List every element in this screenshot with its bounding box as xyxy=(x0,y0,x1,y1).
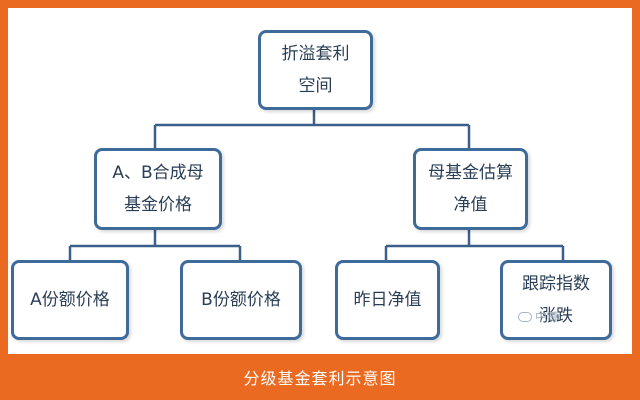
node-tracking-index-change-label: 跟踪指数 涨跌 xyxy=(522,273,590,326)
watermark: 中尊 xyxy=(518,308,559,325)
node-previous-day-nav-label: 昨日净值 xyxy=(353,289,422,310)
node-ab-combined-price: A、B合成母 基金价格 xyxy=(94,148,222,230)
wechat-icon xyxy=(518,311,532,322)
node-parent-fund-nav-label: 母基金估算 净值 xyxy=(428,162,513,215)
watermark-text: 中尊 xyxy=(535,310,560,324)
tree-connectors xyxy=(68,110,565,260)
node-ab-combined-price-label: A、B合成母 基金价格 xyxy=(112,162,204,215)
node-tracking-index-change: 跟踪指数 涨跌 xyxy=(500,260,612,340)
node-previous-day-nav: 昨日净值 xyxy=(335,260,440,340)
node-root-premium-discount-arbitrage: 折溢套利 空间 xyxy=(258,30,373,110)
node-a-share-price: A份额价格 xyxy=(11,260,129,340)
diagram-caption: 分级基金套利示意图 xyxy=(243,369,397,388)
node-a-share-price-label: A份额价格 xyxy=(30,289,110,310)
node-b-share-price-label: B份额价格 xyxy=(201,289,281,310)
diagram-canvas: 折溢套利 空间 A、B合成母 基金价格 母基金估算 净值 A份额价格 B份额价格… xyxy=(8,8,632,354)
node-b-share-price: B份额价格 xyxy=(180,260,302,340)
node-root-label: 折溢套利 空间 xyxy=(281,43,350,96)
node-parent-fund-estimated-nav: 母基金估算 净值 xyxy=(413,148,528,230)
